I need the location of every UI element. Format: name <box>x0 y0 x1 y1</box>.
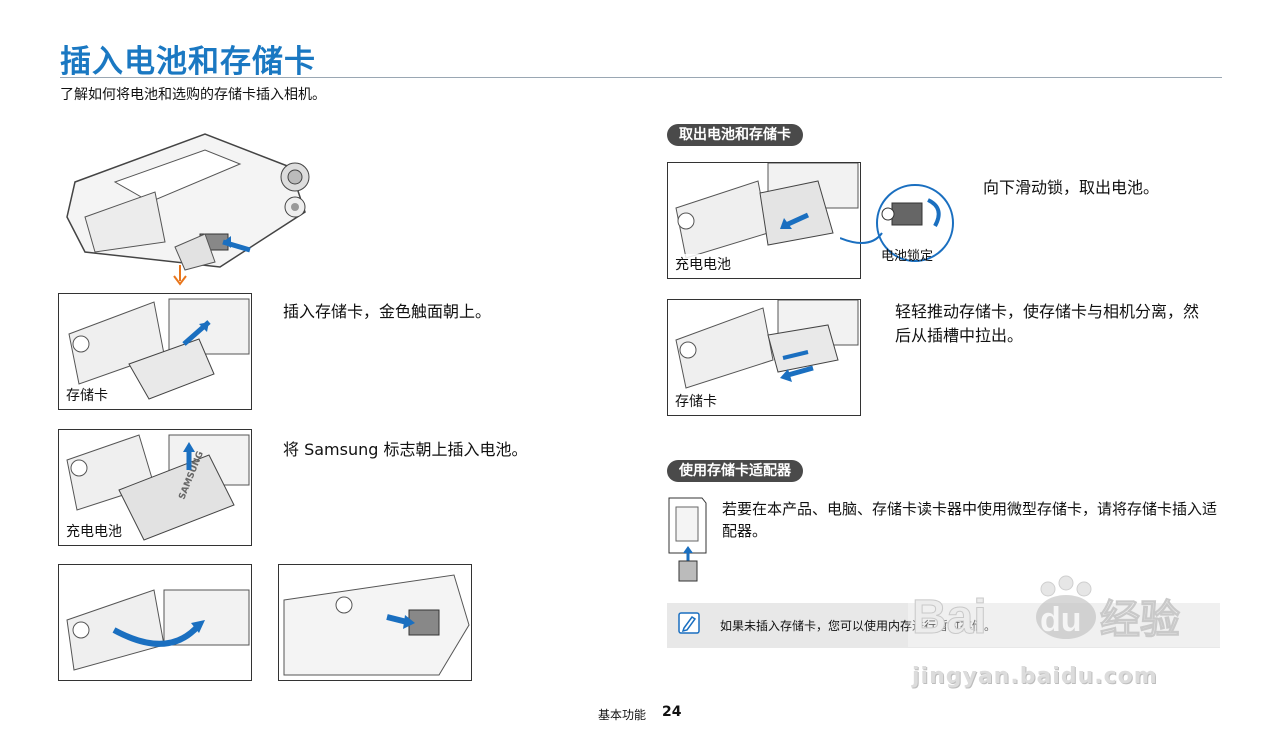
svg-text:Bai: Bai <box>912 591 987 644</box>
figure-label-memory-card-remove: 存储卡 <box>673 391 719 411</box>
page-subtitle: 了解如何将电池和选购的存储卡插入相机。 <box>60 84 326 104</box>
title-divider <box>60 77 1222 78</box>
figure-lock-cover <box>278 564 472 681</box>
section-adapter-pill: 使用存储卡适配器 <box>667 460 803 482</box>
figure-insert-card: 存储卡 <box>58 293 252 410</box>
figure-label-memory-card: 存储卡 <box>64 385 110 405</box>
memo-note-icon <box>677 611 701 635</box>
figure-label-battery: 充电电池 <box>64 521 124 541</box>
figure-close-cover <box>58 564 252 681</box>
step-insert-card-caption: 插入存储卡，金色触面朝上。 <box>283 300 623 324</box>
watermark-url: jingyan.baidu.com <box>912 664 1158 689</box>
battery-lock-label: 电池锁定 <box>881 245 933 264</box>
figure-label-battery-remove: 充电电池 <box>673 254 733 274</box>
remove-card-caption: 轻轻推动存储卡，使存储卡与相机分离，然后从插槽中拉出。 <box>895 300 1205 348</box>
svg-text:经验: 经验 <box>1100 597 1180 643</box>
remove-battery-caption: 向下滑动锁，取出电池。 <box>983 176 1213 200</box>
step-insert-battery-caption: 将 Samsung 标志朝上插入电池。 <box>283 438 623 462</box>
figure-remove-battery: 充电电池 <box>667 162 861 279</box>
page-number: 24 <box>662 704 681 720</box>
section-remove-pill: 取出电池和存储卡 <box>667 124 803 146</box>
down-arrow-icon <box>172 264 188 286</box>
footer-section: 基本功能 <box>598 706 646 723</box>
watermark-logo: Bai du 经验 <box>908 575 1220 647</box>
figure-remove-card: 存储卡 <box>667 299 861 416</box>
sd-adapter-icon <box>664 493 712 585</box>
page-title: 插入电池和存储卡 <box>60 36 316 81</box>
adapter-caption: 若要在本产品、电脑、存储卡读卡器中使用微型存储卡，请将存储卡插入适配器。 <box>722 498 1220 542</box>
camera-back-illustration <box>55 122 315 272</box>
figure-insert-battery: SAMSUNG 充电电池 <box>58 429 252 546</box>
svg-text:du: du <box>1040 601 1082 639</box>
